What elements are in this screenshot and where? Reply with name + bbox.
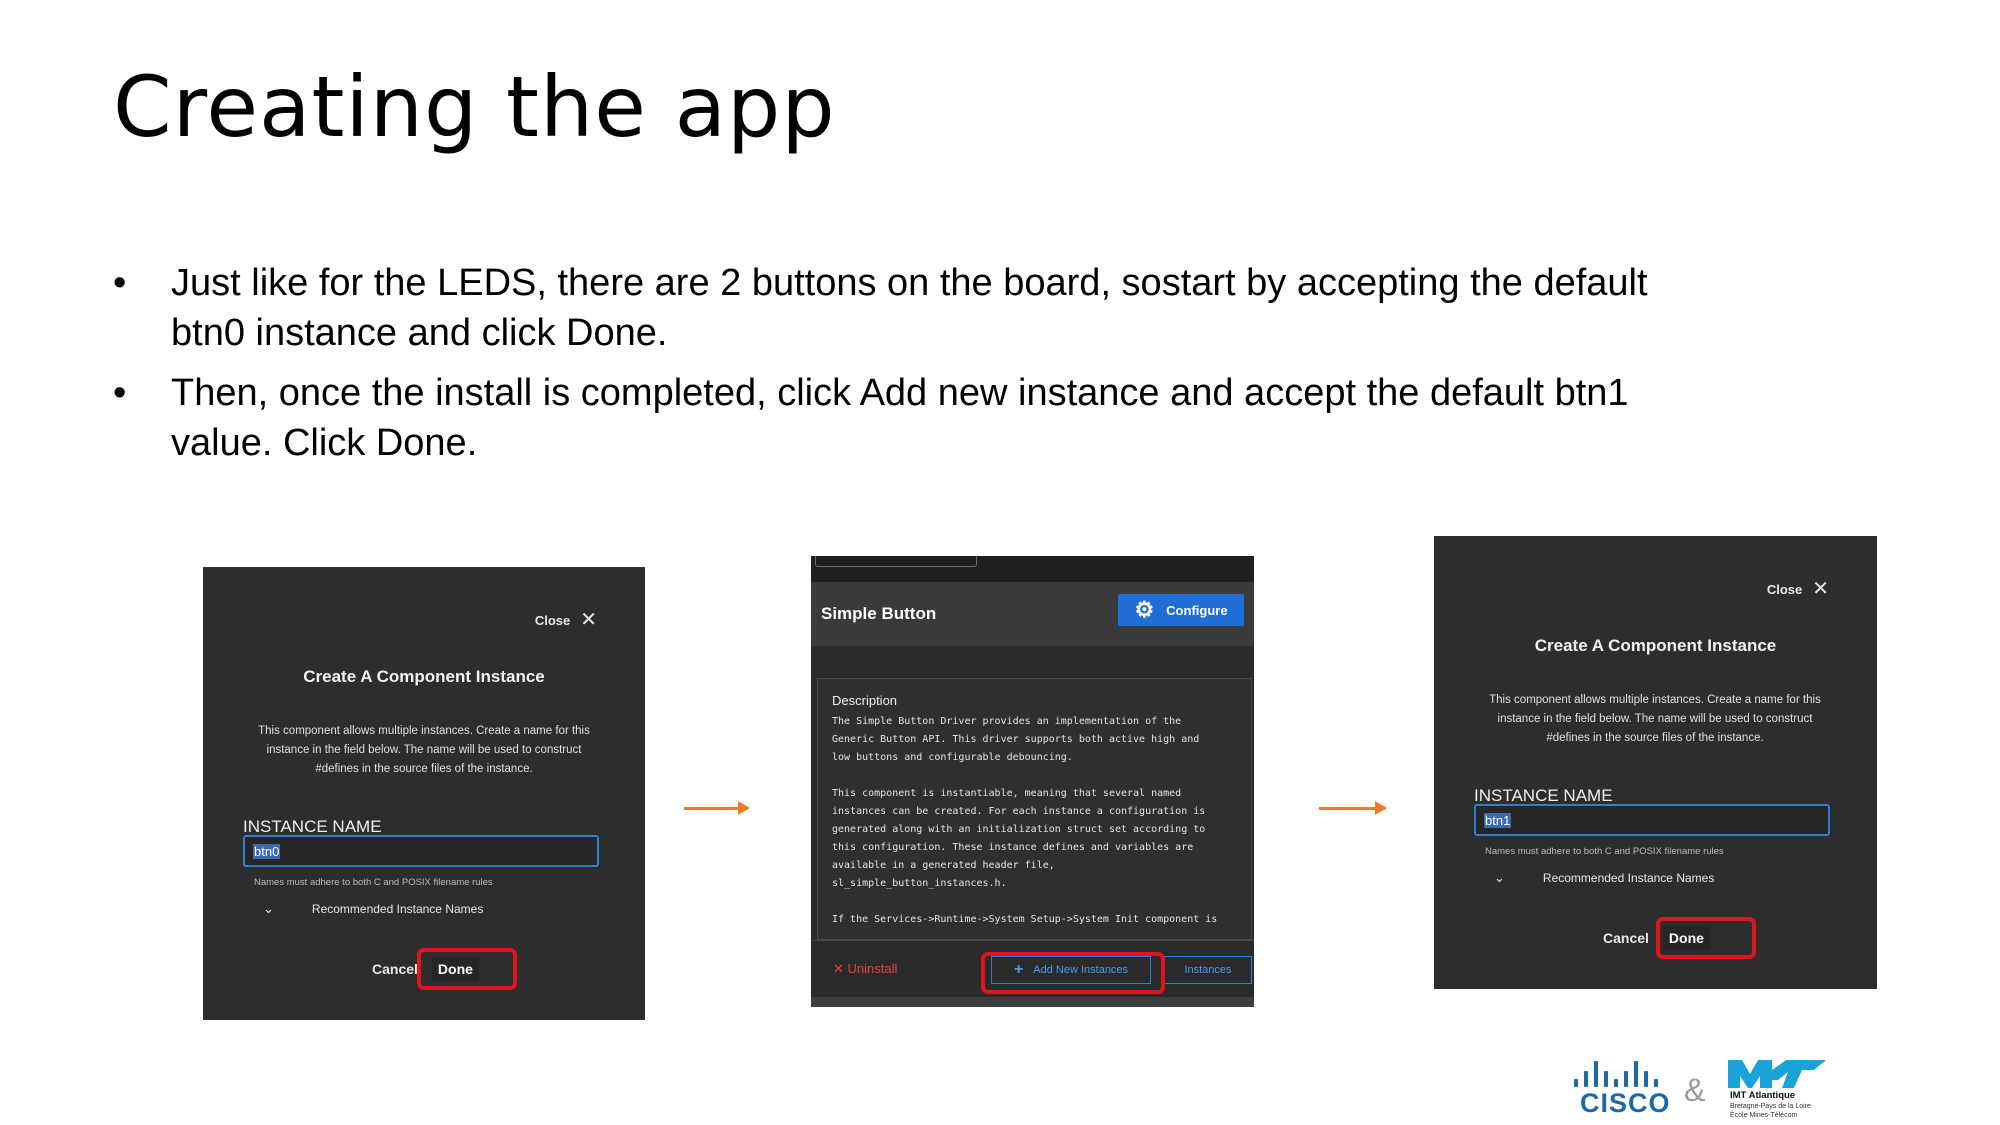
chevron-down-icon: ⌄	[1494, 870, 1505, 885]
dialog-actions: Cancel Done	[1599, 926, 1710, 950]
cancel-button[interactable]: Cancel	[372, 961, 418, 977]
instance-name-value: btn1	[1484, 813, 1512, 828]
uninstall-button[interactable]: ✕ Uninstall	[833, 961, 897, 977]
description-box: Description The Simple Button Driver pro…	[817, 678, 1252, 940]
bullet-item: • Just like for the LEDS, there are 2 but…	[113, 258, 1713, 358]
arrow-right-icon	[1319, 801, 1387, 815]
close-button[interactable]: Close ✕	[534, 609, 597, 631]
dialog-title: Create A Component Instance	[303, 667, 545, 686]
partner-logos: CISCO & IMT Atlantique Bretagne-Pays de …	[1574, 1058, 1844, 1120]
done-highlight-box	[417, 948, 517, 990]
add-instances-highlight-box	[981, 952, 1165, 994]
instance-name-value: btn0	[253, 844, 281, 859]
recommended-names-label: Recommended Instance Names	[1542, 871, 1715, 885]
add-instances-label: Add New Instances	[1033, 964, 1129, 976]
imt-subtitle-line: École Mines-Télécom	[1730, 1112, 1798, 1119]
cisco-logo-text: CISCO	[1580, 1088, 1671, 1118]
bullet-list: • Just like for the LEDS, there are 2 but…	[113, 258, 1713, 478]
dialog-description: This component allows multiple instances…	[258, 725, 590, 775]
top-bar	[811, 556, 1254, 582]
close-button[interactable]: Close ✕	[1766, 578, 1829, 600]
close-label: Close	[534, 613, 571, 628]
component-header: Simple Button ⚙ Configure	[811, 582, 1254, 646]
imt-name: IMT Atlantique	[1730, 1090, 1796, 1101]
cisco-logo-icon	[1574, 1061, 1658, 1087]
dialog-title: Create A Component Instance	[1534, 636, 1777, 655]
ampersand: &	[1684, 1072, 1706, 1108]
instance-name-input[interactable]: btn0	[243, 835, 599, 867]
done-button[interactable]: Done	[1662, 926, 1710, 950]
bullet-item: • Then, once the install is completed, cl…	[113, 368, 1713, 468]
bullet-dot: •	[113, 372, 127, 414]
uninstall-label: Uninstall	[847, 961, 898, 976]
description-text: The Simple Button Driver provides an imp…	[832, 716, 1218, 925]
dialog-actions: Cancel Done	[368, 957, 479, 981]
create-instance-dialog-btn0: Close ✕ Create A Component Instance This…	[203, 567, 645, 1020]
description-heading: Description	[832, 693, 898, 708]
naming-hint: Names must adhere to both C and POSIX fi…	[1485, 846, 1724, 857]
dialog-description: This component allows multiple instances…	[1489, 694, 1821, 744]
simple-button-component-panel: Simple Button ⚙ Configure Description Th…	[811, 556, 1254, 1007]
naming-hint: Names must adhere to both C and POSIX fi…	[254, 877, 493, 888]
tab-outline	[815, 556, 977, 567]
imt-subtitle: Bretagne-Pays de la Loire École Mines-Té…	[1730, 1102, 1811, 1120]
x-icon: ✕	[833, 961, 844, 976]
close-icon: ✕	[580, 609, 597, 631]
chevron-down-icon: ⌄	[263, 901, 274, 916]
close-icon: ✕	[1812, 578, 1829, 600]
cancel-button[interactable]: Cancel	[1603, 930, 1649, 946]
recommended-names-label: Recommended Instance Names	[311, 902, 484, 916]
create-instance-dialog-btn1: Close ✕ Create A Component Instance This…	[1434, 536, 1877, 989]
slide-title: Creating the app	[113, 58, 836, 156]
imt-subtitle-line: Bretagne-Pays de la Loire	[1730, 1103, 1811, 1110]
instance-name-label: INSTANCE NAME	[243, 817, 382, 836]
close-label: Close	[1766, 582, 1803, 597]
instances-button[interactable]: Instances	[1164, 956, 1252, 984]
instance-name-input[interactable]: btn1	[1474, 804, 1830, 836]
configure-label: Configure	[1166, 602, 1228, 618]
gear-icon: ⚙	[1134, 597, 1155, 622]
instance-name-label: INSTANCE NAME	[1474, 786, 1613, 805]
done-button[interactable]: Done	[431, 957, 479, 981]
bullet-dot: •	[113, 262, 127, 304]
imt-logo-icon	[1728, 1060, 1826, 1088]
recommended-names-toggle[interactable]: ⌄ Recommended Instance Names	[1494, 870, 1714, 886]
component-title: Simple Button	[821, 604, 937, 623]
arrow-right-icon	[684, 801, 750, 815]
configure-button[interactable]: ⚙ Configure	[1118, 594, 1244, 626]
component-footer: ✕ Uninstall + Add New Instances Instance…	[811, 940, 1254, 998]
done-highlight-box	[1656, 917, 1756, 959]
recommended-names-toggle[interactable]: ⌄ Recommended Instance Names	[263, 901, 483, 917]
plus-icon: +	[1013, 961, 1024, 978]
bullet-text: Then, once the install is completed, cli…	[171, 372, 1629, 464]
bottom-strip	[811, 997, 1254, 1007]
bullet-text: Just like for the LEDS, there are 2 butt…	[171, 262, 1648, 354]
add-new-instances-button[interactable]: + Add New Instances	[991, 956, 1151, 984]
